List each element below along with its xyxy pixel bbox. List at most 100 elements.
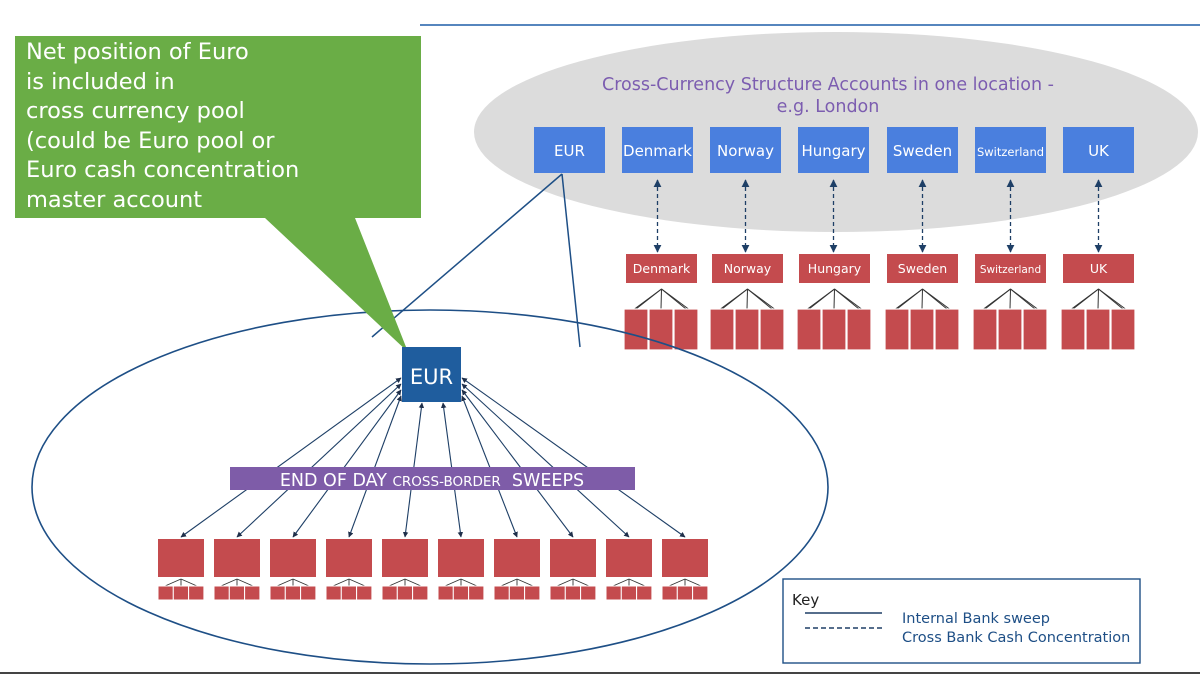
currency-account-label: Sweden	[893, 142, 952, 160]
euro-sub-account[interactable]	[188, 585, 205, 601]
sweeps-banner	[230, 467, 635, 490]
euro-account-6[interactable]	[437, 539, 485, 601]
euro-account-7[interactable]	[493, 539, 541, 601]
euro-sub-account[interactable]	[396, 585, 414, 601]
currency-account-box	[798, 127, 869, 173]
euro-account-box	[438, 539, 484, 577]
key-item-internal-sweep: Internal Bank sweep	[902, 611, 1050, 627]
euro-sub-account[interactable]	[157, 585, 174, 601]
sub-account-1[interactable]	[1060, 308, 1086, 351]
callout-text: Net position of Euro is included in cros…	[26, 39, 300, 213]
euro-sub-account[interactable]	[325, 585, 342, 601]
euro-sub-account[interactable]	[452, 585, 470, 601]
local-bank-box	[887, 254, 958, 283]
euro-account-8[interactable]	[549, 539, 597, 601]
euro-sub-account[interactable]	[564, 585, 582, 601]
currency-account-uk[interactable]: UK	[1063, 127, 1134, 173]
sub-account-3[interactable]	[759, 308, 785, 351]
currency-account-sweden[interactable]: Sweden	[887, 127, 958, 173]
sub-account-2[interactable]	[909, 308, 935, 351]
currency-account-norway[interactable]: Norway	[710, 127, 781, 173]
eur-master-label: EUR	[410, 365, 453, 389]
sweep-arrow	[236, 383, 402, 538]
sub-account-3[interactable]	[1110, 308, 1136, 351]
tree-line	[572, 578, 590, 587]
euro-sub-account[interactable]	[284, 585, 302, 601]
euro-sub-account[interactable]	[437, 585, 454, 601]
euro-sub-account[interactable]	[340, 585, 358, 601]
euro-sub-account[interactable]	[620, 585, 638, 601]
eur-master-account[interactable]	[402, 347, 461, 402]
local-bank-box	[712, 254, 783, 283]
euro-sub-account[interactable]	[172, 585, 190, 601]
sub-account-2[interactable]	[997, 308, 1023, 351]
euro-sub-account[interactable]	[356, 585, 373, 601]
euro-account-box	[270, 539, 316, 577]
euro-sub-account[interactable]	[508, 585, 526, 601]
euro-sub-account[interactable]	[244, 585, 261, 601]
sub-account-2[interactable]	[734, 308, 760, 351]
local-bank-denmark[interactable]: Denmark	[623, 254, 699, 351]
euro-sub-account[interactable]	[381, 585, 398, 601]
euro-account-2[interactable]	[213, 539, 261, 601]
euro-sub-account[interactable]	[692, 585, 709, 601]
currency-account-box	[975, 127, 1046, 173]
currency-account-hungary[interactable]: Hungary	[798, 127, 869, 173]
tree-line	[746, 288, 748, 310]
sub-account-2[interactable]	[821, 308, 847, 351]
currency-account-eur[interactable]: EUR	[534, 127, 605, 173]
sub-account-1[interactable]	[972, 308, 998, 351]
local-bank-switzerland[interactable]: Switzerland	[972, 254, 1048, 351]
sub-account-2[interactable]	[648, 308, 674, 351]
local-bank-sweden[interactable]: Sweden	[884, 254, 960, 351]
tree-line	[180, 578, 198, 587]
euro-sub-account[interactable]	[468, 585, 485, 601]
euro-account-5[interactable]	[381, 539, 429, 601]
sweep-arrow	[292, 389, 402, 538]
euro-sub-account[interactable]	[269, 585, 286, 601]
euro-sub-account[interactable]	[549, 585, 566, 601]
local-bank-uk[interactable]: UK	[1060, 254, 1136, 351]
sub-account-3[interactable]	[934, 308, 960, 351]
euro-sub-account[interactable]	[524, 585, 541, 601]
sub-account-1[interactable]	[709, 308, 735, 351]
euro-sub-account[interactable]	[228, 585, 246, 601]
internal-sweep-arrows	[180, 377, 686, 538]
sub-account-1[interactable]	[796, 308, 822, 351]
sub-account-3[interactable]	[846, 308, 872, 351]
euro-sub-account[interactable]	[605, 585, 622, 601]
euro-account-1[interactable]	[157, 539, 205, 601]
euro-sub-account[interactable]	[580, 585, 597, 601]
euro-sub-account[interactable]	[676, 585, 694, 601]
local-bank-hungary[interactable]: Hungary	[796, 254, 872, 351]
sub-account-1[interactable]	[884, 308, 910, 351]
euro-sub-account[interactable]	[636, 585, 653, 601]
currency-account-switzerland[interactable]: Switzerland	[975, 127, 1046, 173]
euro-account-4[interactable]	[325, 539, 373, 601]
euro-sub-account[interactable]	[300, 585, 317, 601]
sub-account-3[interactable]	[1022, 308, 1048, 351]
euro-account-3[interactable]	[269, 539, 317, 601]
euro-sub-account[interactable]	[661, 585, 678, 601]
cross-bank-concentration-links	[653, 179, 1103, 253]
tree-line	[922, 288, 950, 310]
sweep-arrow	[348, 395, 402, 538]
euro-sub-account[interactable]	[213, 585, 230, 601]
key-title: Key	[792, 591, 819, 609]
tree-line	[833, 288, 835, 310]
euro-sub-account[interactable]	[493, 585, 510, 601]
euro-account-10[interactable]	[661, 539, 709, 601]
currency-account-denmark[interactable]: Denmark	[622, 127, 693, 173]
euro-account-box	[158, 539, 204, 577]
euro-account-9[interactable]	[605, 539, 653, 601]
sub-account-3[interactable]	[673, 308, 699, 351]
sub-account-2[interactable]	[1085, 308, 1111, 351]
tree-line	[660, 288, 662, 310]
euro-sub-account[interactable]	[412, 585, 429, 601]
local-bank-norway[interactable]: Norway	[709, 254, 785, 351]
local-bank-label: Norway	[724, 261, 772, 276]
sub-account-1[interactable]	[623, 308, 649, 351]
tree-line	[1098, 288, 1126, 310]
tree-line	[634, 288, 662, 310]
tree-line	[1097, 288, 1099, 310]
